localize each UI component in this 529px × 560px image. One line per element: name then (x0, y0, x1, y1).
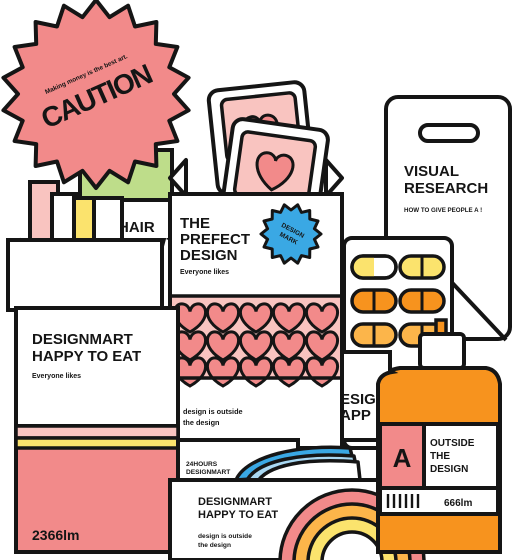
caution-sticker: Making money is the best art. CAUTION (1, 0, 191, 190)
heart-icon (238, 330, 274, 362)
center-box-subtitle: Everyone likes (180, 269, 229, 276)
heart-icon (271, 302, 307, 334)
barcode-icon (386, 494, 420, 508)
center-box-title-line2: PREFECT (180, 231, 250, 248)
heart-icon (255, 151, 295, 192)
bottom-box-footer-line2: the design (198, 542, 231, 549)
bottom-box-title-line2: HAPPY TO EAT (198, 509, 278, 521)
mid-box-title-line1: ESIG (340, 391, 376, 408)
pill (350, 254, 398, 280)
bottle-letter: A (393, 443, 412, 473)
bottle-label-line1: OUTSIDE (430, 438, 475, 449)
hang-tag-title-line2: RESEARCH (404, 180, 488, 197)
left-box: DESIGNMART HAPPY TO EAT Everyone likes 2… (6, 180, 180, 554)
design-mark-badge: DESIGN MARK (259, 203, 323, 265)
heart-icon (304, 330, 340, 362)
left-box-subtitle: Everyone likes (32, 373, 81, 380)
heart-icon (205, 302, 241, 334)
heart-pattern-band (172, 294, 340, 388)
bottle-lumen: 666lm (444, 498, 472, 509)
hang-tag-title-line1: VISUAL (404, 163, 459, 180)
left-box-title-line2: HAPPY TO EAT (32, 348, 141, 365)
center-box-title-line3: DESIGN (180, 247, 238, 264)
heart-icon (304, 302, 340, 334)
center-box: THE PREFECT DESIGN Everyone likes DESIGN… (168, 158, 344, 450)
center-box-title-line1: THE (180, 215, 210, 232)
bottle: A OUTSIDE THE DESIGN 666lm (376, 318, 502, 554)
pill (398, 288, 446, 314)
heart-icon (205, 330, 241, 362)
heart-icon (271, 330, 307, 362)
left-box-title-line1: DESIGNMART (32, 331, 133, 348)
mid-box-title-line2: APP (340, 407, 371, 424)
back-box-title-line1: HAIR (118, 219, 155, 236)
color-swatch-fan (234, 445, 362, 486)
bottle-label-line2: THE (430, 451, 450, 462)
hang-hole (418, 123, 480, 143)
small-card-line2: DESIGNMART (186, 469, 230, 476)
bottom-box-footer-line1: design is outside (198, 533, 252, 540)
pill (350, 322, 398, 348)
bottle-label-line3: DESIGN (430, 464, 468, 475)
small-card-line1: 24HOURS (186, 461, 218, 468)
heart-icon (238, 302, 274, 334)
pill (398, 254, 446, 280)
pill (350, 288, 398, 314)
center-box-footer-line2: the design (183, 418, 220, 427)
bottom-box-title-line1: DESIGNMART (198, 496, 272, 508)
center-box-footer-line1: design is outside (183, 407, 243, 416)
left-box-lumen: 2366lm (32, 527, 79, 543)
hang-tag-subtitle: HOW TO GIVE PEOPLE A ! (404, 207, 482, 214)
